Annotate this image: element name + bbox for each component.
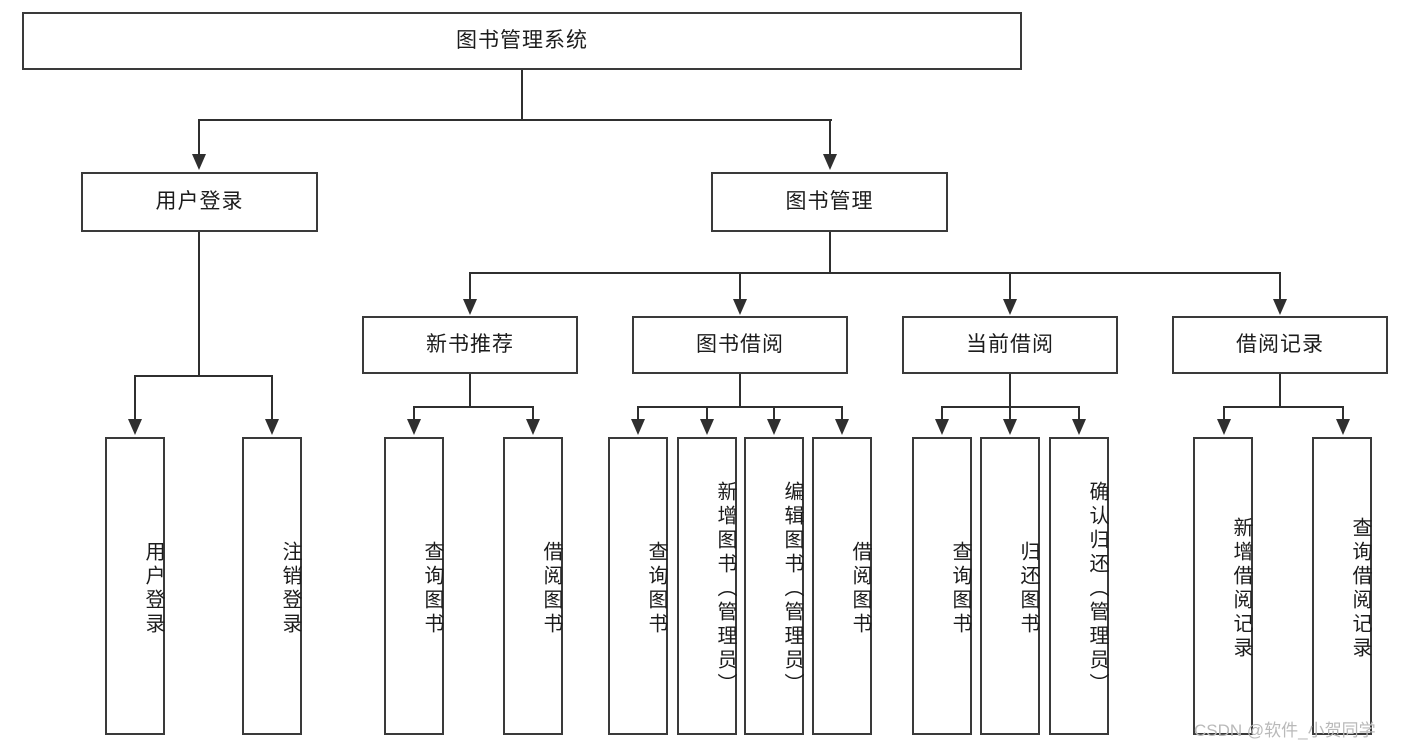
leaf-query-book-3[interactable]: 查询图书	[912, 437, 972, 735]
leaf-user-login-label: 用户登录	[142, 541, 164, 637]
node-current-borrow-label: 当前借阅	[966, 333, 1054, 357]
leaf-borrow-book-1[interactable]: 借阅图书	[503, 437, 563, 735]
arrowhead-leaf-add-book	[700, 419, 714, 435]
leaf-borrow-book-2[interactable]: 借阅图书	[812, 437, 872, 735]
connector-book-borrow-drop-1	[637, 406, 639, 420]
connector-borrow-record-drop-1	[1223, 406, 1225, 420]
connector-book-borrow-drop-2	[706, 406, 708, 420]
connector-new-book-drop-2	[532, 406, 534, 420]
connector-user-login-bus	[134, 375, 272, 377]
leaf-borrow-book-2-label: 借阅图书	[849, 541, 871, 637]
arrowhead-leaf-query-book-2	[631, 419, 645, 435]
node-book-manage-label: 图书管理	[785, 190, 874, 214]
connector-book-borrow-stem	[739, 374, 741, 407]
connector-level2-drop-3	[1009, 272, 1011, 300]
arrowhead-borrow-record	[1273, 299, 1287, 315]
leaf-query-book-1[interactable]: 查询图书	[384, 437, 444, 735]
leaf-add-book-label: 新增图书（管理员）	[714, 481, 736, 697]
leaf-return-book-label: 归还图书	[1017, 541, 1039, 637]
connector-user-login-stem	[198, 232, 200, 376]
connector-new-book-bus	[413, 406, 533, 408]
leaf-query-book-2-label: 查询图书	[645, 541, 667, 637]
arrowhead-current-borrow	[1003, 299, 1017, 315]
connector-level2-bus	[469, 272, 1281, 274]
connector-borrow-record-drop-2	[1342, 406, 1344, 420]
node-root[interactable]: 图书管理系统	[22, 12, 1022, 70]
connector-book-borrow-drop-4	[841, 406, 843, 420]
arrowhead-leaf-query-record	[1336, 419, 1350, 435]
arrowhead-leaf-confirm-return	[1072, 419, 1086, 435]
connector-borrow-record-bus	[1223, 406, 1343, 408]
connector-current-borrow-stem	[1009, 374, 1011, 407]
node-current-borrow[interactable]: 当前借阅	[902, 316, 1118, 374]
connector-new-book-drop-1	[413, 406, 415, 420]
connector-root-stem	[521, 70, 523, 120]
leaf-query-book-1-label: 查询图书	[421, 541, 443, 637]
arrowhead-leaf-query-book-1	[407, 419, 421, 435]
leaf-borrow-book-1-label: 借阅图书	[540, 541, 562, 637]
leaf-confirm-return-label: 确认归还（管理员）	[1086, 481, 1108, 697]
node-borrow-record[interactable]: 借阅记录	[1172, 316, 1388, 374]
arrowhead-leaf-user-login	[128, 419, 142, 435]
node-root-label: 图书管理系统	[456, 29, 588, 53]
connector-level2-drop-4	[1279, 272, 1281, 300]
arrowhead-leaf-query-book-3	[935, 419, 949, 435]
node-book-manage[interactable]: 图书管理	[711, 172, 948, 232]
node-book-borrow[interactable]: 图书借阅	[632, 316, 848, 374]
connector-level2-drop-2	[739, 272, 741, 300]
node-borrow-record-label: 借阅记录	[1236, 333, 1324, 357]
connector-level2-drop-1	[469, 272, 471, 300]
connector-new-book-stem	[469, 374, 471, 407]
leaf-query-book-2[interactable]: 查询图书	[608, 437, 668, 735]
arrowhead-user-login	[192, 154, 206, 170]
arrowhead-new-book-recommend	[463, 299, 477, 315]
leaf-edit-book-label: 编辑图书（管理员）	[781, 481, 803, 697]
node-user-login-label: 用户登录	[155, 190, 244, 214]
connector-borrow-record-stem	[1279, 374, 1281, 407]
arrowhead-leaf-borrow-book-1	[526, 419, 540, 435]
connector-user-login-drop-2	[271, 375, 273, 420]
arrowhead-leaf-edit-book	[767, 419, 781, 435]
node-new-book-recommend-label: 新书推荐	[426, 333, 514, 357]
connector-book-borrow-drop-3	[773, 406, 775, 420]
connector-current-borrow-drop-2	[1009, 406, 1011, 420]
leaf-user-login[interactable]: 用户登录	[105, 437, 165, 735]
connector-book-manage-stem	[829, 232, 831, 273]
leaf-user-logout[interactable]: 注销登录	[242, 437, 302, 735]
leaf-return-book[interactable]: 归还图书	[980, 437, 1040, 735]
leaf-add-record[interactable]: 新增借阅记录	[1193, 437, 1253, 735]
leaf-user-logout-label: 注销登录	[279, 541, 301, 637]
leaf-add-record-label: 新增借阅记录	[1230, 517, 1252, 661]
arrowhead-leaf-add-record	[1217, 419, 1231, 435]
node-book-borrow-label: 图书借阅	[696, 333, 784, 357]
connector-level1-bus	[198, 119, 832, 121]
arrowhead-leaf-borrow-book-2	[835, 419, 849, 435]
connector-level1-drop-left	[198, 119, 200, 156]
arrowhead-book-borrow	[733, 299, 747, 315]
node-user-login[interactable]: 用户登录	[81, 172, 318, 232]
arrowhead-leaf-return-book	[1003, 419, 1017, 435]
leaf-confirm-return[interactable]: 确认归还（管理员）	[1049, 437, 1109, 735]
node-new-book-recommend[interactable]: 新书推荐	[362, 316, 578, 374]
connector-book-borrow-bus	[637, 406, 843, 408]
leaf-edit-book[interactable]: 编辑图书（管理员）	[744, 437, 804, 735]
leaf-query-record[interactable]: 查询借阅记录	[1312, 437, 1372, 735]
connector-user-login-drop-1	[134, 375, 136, 420]
leaf-query-record-label: 查询借阅记录	[1349, 517, 1371, 661]
connector-current-borrow-drop-3	[1078, 406, 1080, 420]
arrowhead-book-manage	[823, 154, 837, 170]
leaf-query-book-3-label: 查询图书	[949, 541, 971, 637]
connector-level1-drop-right	[829, 119, 831, 156]
arrowhead-leaf-user-logout	[265, 419, 279, 435]
leaf-add-book[interactable]: 新增图书（管理员）	[677, 437, 737, 735]
connector-current-borrow-drop-1	[941, 406, 943, 420]
